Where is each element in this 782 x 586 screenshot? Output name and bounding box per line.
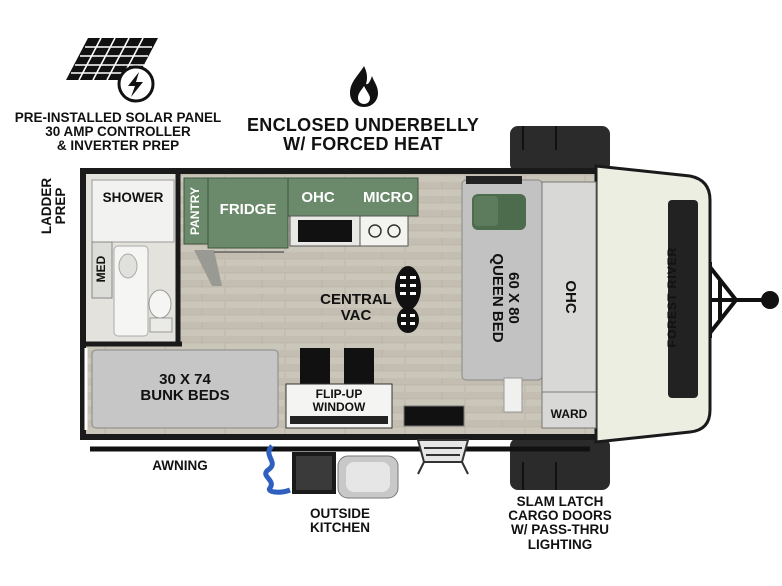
wheel-top bbox=[510, 126, 610, 172]
outside-kitchen-label: OUTSIDE KITCHEN bbox=[292, 506, 388, 536]
awning-label: AWNING bbox=[152, 458, 208, 473]
top-window bbox=[466, 176, 522, 184]
cooktop bbox=[359, 215, 409, 247]
dinette-seat-right bbox=[344, 348, 374, 384]
shower-stall bbox=[91, 179, 175, 243]
med-label: MED bbox=[94, 255, 108, 283]
entry-step bbox=[194, 250, 222, 286]
outside-kitchen-line-2: KITCHEN bbox=[310, 520, 370, 536]
solar-line-2: 30 AMP CONTROLLER bbox=[45, 124, 191, 140]
ladder-line-2: PREP bbox=[53, 187, 69, 225]
flame-icon bbox=[350, 66, 378, 107]
underbelly-line-1: ENCLOSED UNDERBELLY bbox=[246, 115, 480, 135]
solar-panel-icon bbox=[66, 37, 158, 103]
bottom-window bbox=[403, 405, 465, 427]
solar-line-1: PRE-INSTALLED SOLAR PANEL bbox=[14, 110, 222, 125]
cargo-line-2: CARGO DOORS bbox=[508, 508, 612, 524]
ladder-prep-label: LADDER PREP bbox=[39, 176, 72, 236]
fridge-label: FRIDGE bbox=[219, 201, 277, 218]
solar-line-3: & INVERTER PREP bbox=[56, 138, 180, 154]
central-vac-line-2: VAC bbox=[340, 306, 372, 324]
wardrobe-door bbox=[503, 377, 523, 413]
cargo-line-4: LIGHTING bbox=[527, 536, 593, 552]
bunk-line-2: BUNK BEDS bbox=[140, 386, 230, 404]
dinette-seat-left bbox=[300, 348, 330, 384]
medicine-cabinet bbox=[91, 241, 113, 299]
bunk-bed bbox=[91, 349, 279, 429]
cargo-line-1: SLAM LATCH bbox=[516, 494, 604, 509]
tongue-hitch bbox=[704, 260, 779, 340]
cargo-line-3: W/ PASS-THRU bbox=[511, 522, 609, 538]
ward-label: WARD bbox=[550, 407, 588, 421]
central-vac-label: CENTRAL VAC bbox=[312, 292, 400, 324]
ladder-line-1: LADDER bbox=[39, 177, 54, 235]
flip-up-line-1: FLIP-UP bbox=[315, 387, 363, 401]
bunk-beds-label: 30 X 74 BUNK BEDS bbox=[96, 372, 274, 404]
queen-bed-line-2: QUEEN BED bbox=[489, 253, 507, 343]
cargo-doors-label: SLAM LATCH CARGO DOORS W/ PASS-THRU LIGH… bbox=[486, 494, 634, 552]
bunk-line-1: 30 X 74 bbox=[159, 371, 211, 388]
toilet bbox=[148, 289, 172, 319]
flip-up-window-label: FLIP-UP WINDOW bbox=[290, 388, 388, 413]
fridge-unit bbox=[207, 177, 289, 249]
queen-bed-label: 60 x 80 QUEEN BED bbox=[485, 245, 522, 351]
queen-bed-line-1: 60 x 80 bbox=[505, 272, 522, 324]
pantry-label: PANTRY bbox=[188, 187, 202, 235]
brand-logo: FOREST RIVER bbox=[665, 246, 679, 348]
flip-up-line-2: WINDOW bbox=[312, 399, 366, 414]
front-window bbox=[668, 200, 698, 398]
shower-label: SHOWER bbox=[102, 190, 164, 205]
underbelly-line-2: W/ FORCED HEAT bbox=[283, 133, 443, 154]
central-vac-line-1: CENTRAL bbox=[320, 291, 392, 308]
wardrobe bbox=[541, 391, 597, 429]
ohc-front-label: OHC bbox=[562, 280, 579, 314]
wheel-bottom bbox=[510, 438, 610, 490]
hose-icon bbox=[263, 444, 291, 495]
outside-kitchen-line-1: OUTSIDE bbox=[309, 506, 370, 521]
ohc-kitchen-label: OHC bbox=[301, 189, 335, 206]
sink bbox=[298, 220, 352, 242]
central-vac-shoeprint-icon bbox=[395, 266, 421, 333]
micro-label: MICRO bbox=[363, 189, 413, 206]
underbelly-callout: ENCLOSED UNDERBELLY W/ FORCED HEAT bbox=[236, 116, 490, 154]
solar-callout: PRE-INSTALLED SOLAR PANEL 30 AMP CONTROL… bbox=[0, 110, 236, 154]
pantry-cabinet bbox=[183, 177, 209, 245]
grill-icon bbox=[416, 439, 470, 475]
